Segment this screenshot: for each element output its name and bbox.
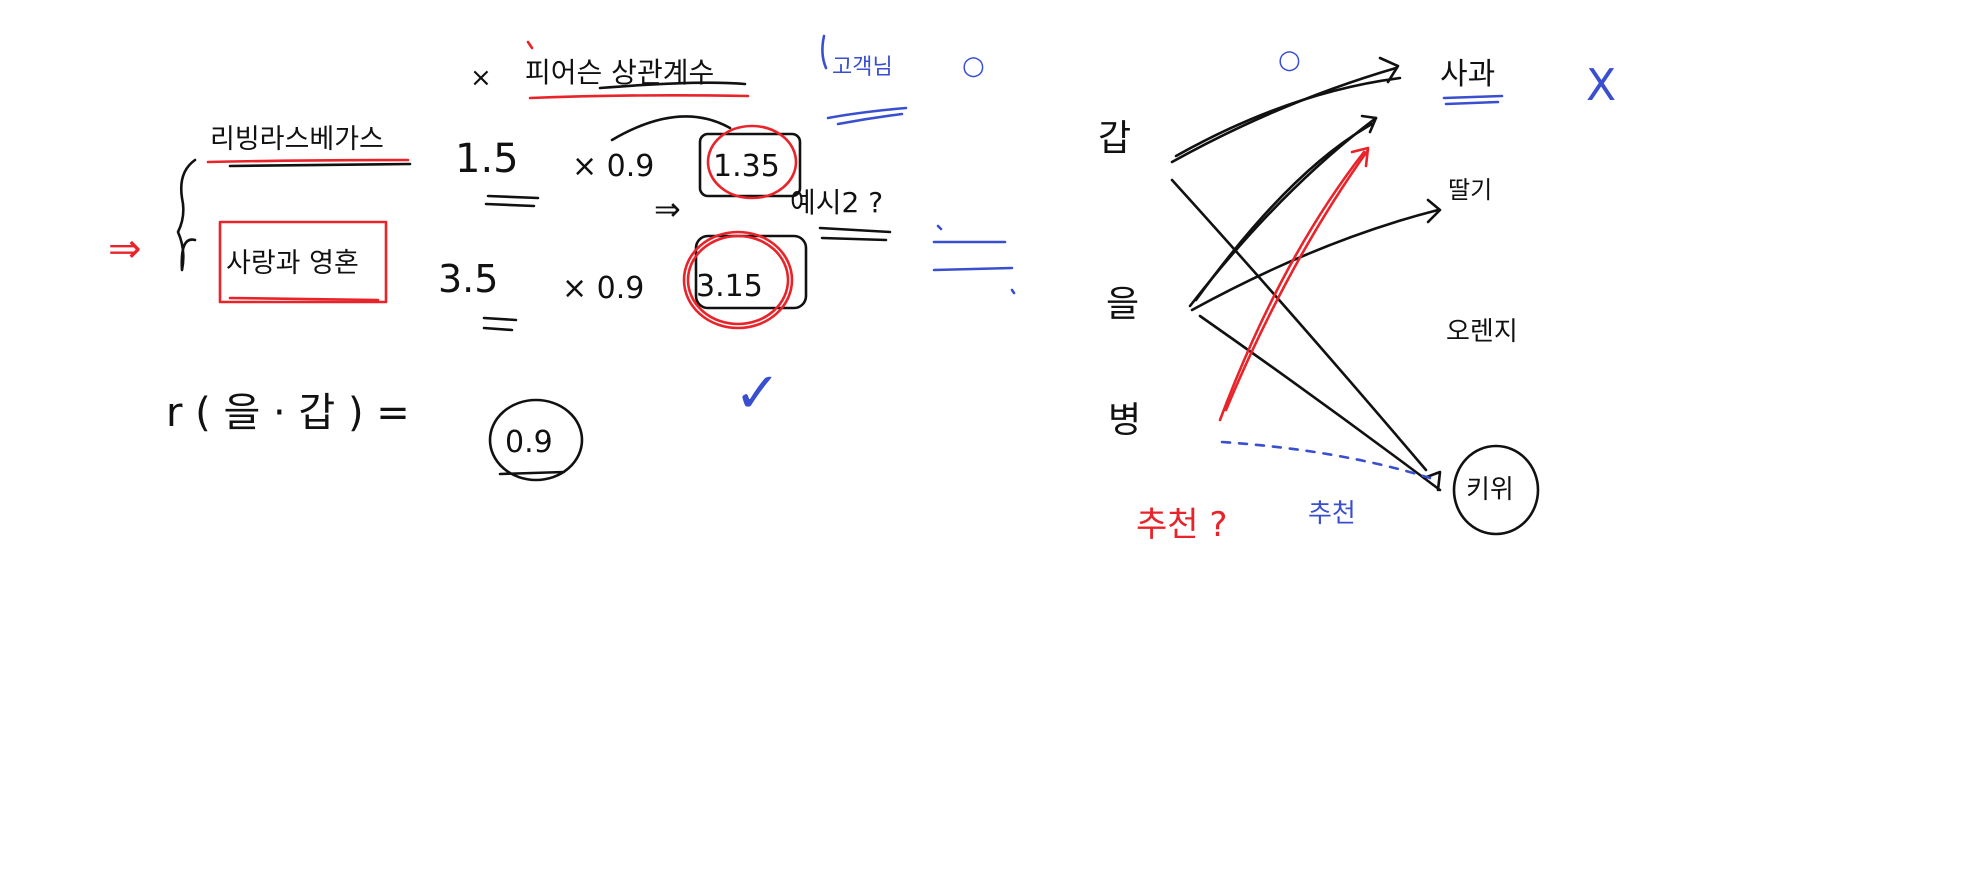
right-section: ○ X 갑 을 병 사과 딸기 오렌지 키위 추천 ? 추천 (1098, 45, 1616, 545)
row2-red-underline (228, 296, 380, 302)
title-ink-underline (598, 81, 747, 90)
row2-rating: 3.5 (438, 257, 498, 301)
row2-result-box (694, 234, 808, 310)
title-underline (528, 94, 750, 100)
edge-strawberry-arrowhead (1426, 198, 1442, 224)
edge-kiwi-arrowhead (1422, 470, 1442, 492)
red-recommend-arrow-2 (1224, 148, 1370, 412)
red-arrow: ⇒ (108, 226, 142, 272)
person-eul: 을 (1106, 284, 1139, 325)
red-recommend-arrow (1218, 150, 1366, 422)
row1-rating: 1.5 (455, 136, 519, 182)
edge-apple-arrowhead (1378, 56, 1400, 84)
row2-result: 3.15 (696, 269, 763, 304)
row1-note-underline (818, 226, 892, 242)
blue-note-underline (826, 106, 908, 126)
red-recommend-arrowhead (1350, 146, 1370, 168)
row1-movie: 리빙라스베가스 (210, 124, 384, 155)
edge-gap-kiwi (1170, 178, 1428, 472)
blue-double-line (932, 240, 1014, 272)
check-mark: ✓ (734, 361, 781, 426)
person-gap: 갑 (1098, 118, 1131, 159)
edge-eul-strawberry (1190, 208, 1440, 312)
row1-result-box (698, 132, 802, 198)
row1-arrow: ⇒ (654, 190, 681, 228)
row2-result-circle-outer (682, 230, 794, 330)
row2-factor: × 0.9 (562, 271, 644, 306)
blue-recommend-label: 추천 (1308, 499, 1356, 529)
multiply-mark: × (470, 63, 492, 93)
item-strawberry: 딸기 (1448, 176, 1492, 204)
formula-result: 0.9 (505, 425, 553, 460)
row1-factor: × 0.9 (572, 149, 654, 184)
row1-result: 1.35 (713, 149, 780, 184)
row2-movie-box (218, 220, 388, 304)
blue-note: 고객님 (832, 55, 893, 80)
edge-gap-apple (1170, 66, 1398, 164)
blue-o-mark-right: ○ (1278, 45, 1301, 75)
item-kiwi-circle (1452, 444, 1540, 536)
blue-dots (936, 224, 1016, 295)
edge-eul-apple-2 (1194, 122, 1374, 302)
item-orange: 오렌지 (1446, 317, 1518, 347)
edge-eul-apple-arrowhead (1360, 114, 1378, 134)
formula-result-underline (498, 470, 566, 476)
person-byeong: 병 (1108, 400, 1141, 441)
blue-bracket (821, 34, 828, 70)
row1-curve (610, 115, 732, 142)
row1-result-circle (706, 124, 798, 200)
row1-ink-underline (228, 162, 412, 168)
item-kiwi: 키위 (1466, 475, 1514, 505)
item-apple: 사과 (1440, 57, 1495, 92)
left-brace (176, 158, 197, 272)
row2-result-circle (686, 234, 790, 326)
edge-gap-apple-2 (1174, 76, 1402, 158)
edge-eul-kiwi (1198, 314, 1442, 492)
item-apple-underline (1442, 94, 1504, 106)
blue-dashed-recommend (1220, 440, 1432, 480)
red-recommend-label: 추천 ? (1136, 505, 1227, 545)
formula-result-circle (488, 398, 584, 482)
row1-note: 예시2 ? (790, 186, 883, 219)
left-section: × 피어슨 상관계수 고객님 ○ ⇒ 리빙라스베가스 1.5 × 0.9 ⇒ 1… (108, 34, 1016, 482)
row1-rating-underline (484, 194, 540, 208)
title-red-tick (526, 40, 534, 50)
blue-x-mark: X (1586, 60, 1616, 111)
row1-red-underline (206, 158, 410, 164)
row2-movie: 사랑과 영혼 (226, 248, 359, 279)
row2-rating-underline (482, 316, 518, 332)
blue-o-mark-left: ○ (962, 51, 985, 81)
formula: r ( 을 · 갑 ) = (166, 390, 410, 436)
